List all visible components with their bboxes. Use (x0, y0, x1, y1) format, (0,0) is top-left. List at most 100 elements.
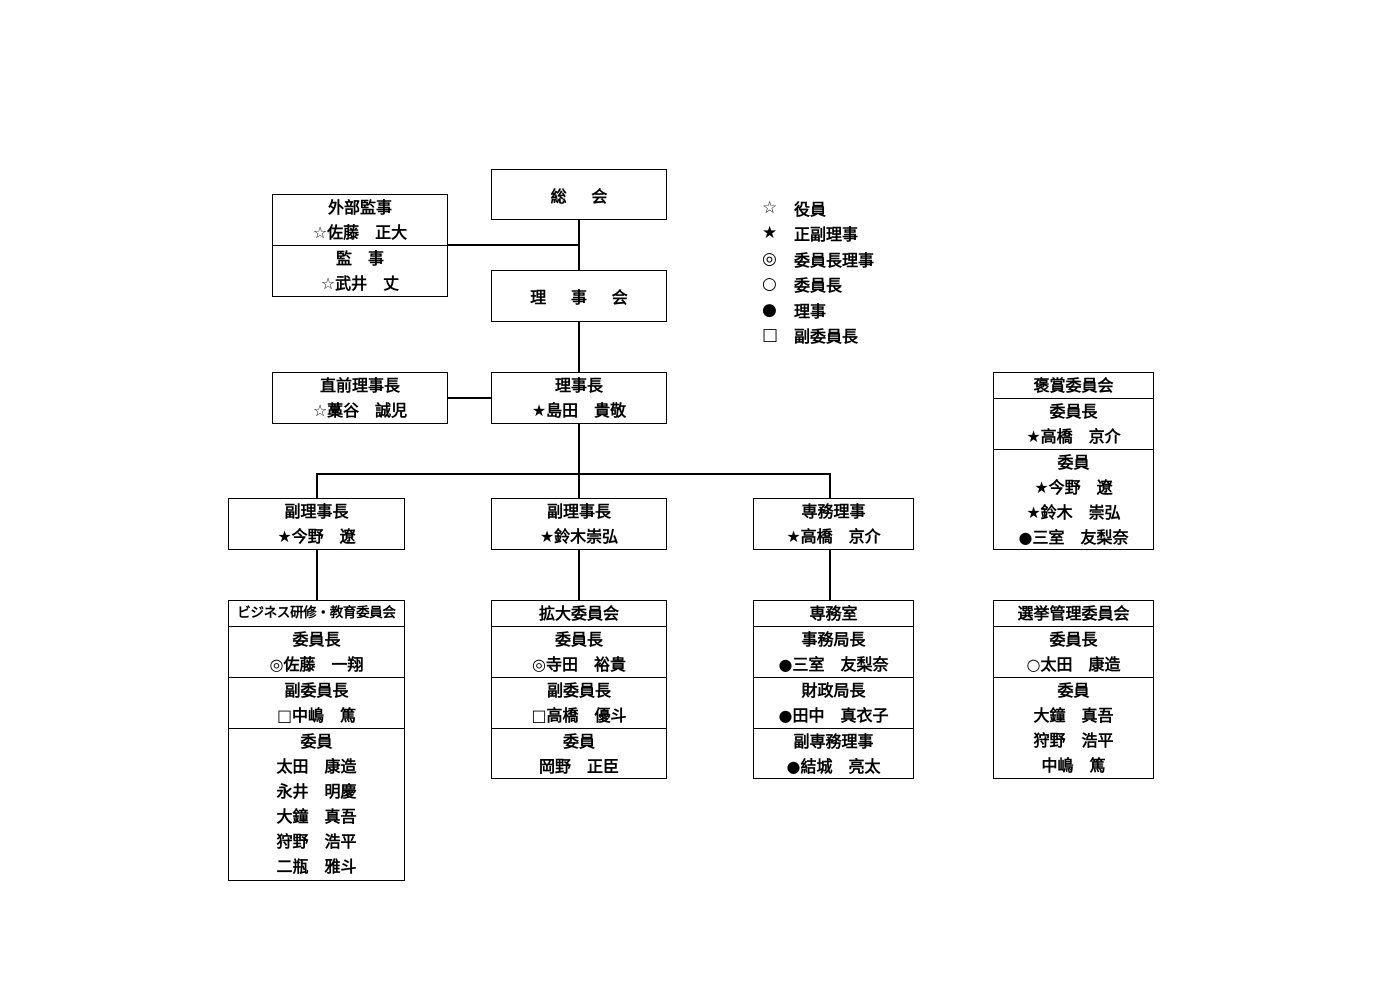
legend-item: ●理事 (762, 297, 874, 323)
external-auditor-section: 外部監事 ☆佐藤 正大 (273, 195, 447, 245)
committee-chair-title: 委員長 (292, 630, 341, 649)
committee-chair-section: 委員長 ★高橋 京介 (994, 398, 1153, 449)
secretary-general: ●三室 友梨奈 (778, 655, 889, 674)
connector-branch-left (316, 473, 318, 499)
committee-name-section: 拡大委員会 (492, 601, 666, 626)
committee-members-section: 委員 太田 康造 永井 明慶 大鐘 真吾 狩野 浩平 二瓶 雅斗 (229, 728, 404, 879)
committee-members-title: 委員 (300, 732, 333, 751)
legend-symbol: ☆ (762, 197, 778, 218)
legend-item: □副委員長 (762, 323, 874, 349)
committee-member: ★今野 遼 (1034, 478, 1113, 497)
committee-members-title: 委員 (562, 732, 595, 751)
committee-name: ビジネス研修・教育委員会 (237, 605, 396, 621)
general-assembly-label: 総 会 (550, 186, 617, 206)
committee-chair-title: 委員長 (1049, 402, 1098, 421)
legend-symbol: ◎ (762, 248, 777, 269)
chair-title: 理事長 (554, 376, 603, 395)
connector-board-chair (578, 321, 580, 372)
legend-item: ★ 正副理事 (762, 221, 874, 247)
committee-name: 褒賞委員会 (1033, 376, 1114, 395)
connector-vice1-committee (316, 549, 318, 601)
committee-members-title: 委員 (1057, 453, 1090, 472)
committee-chair: ★高橋 京介 (1026, 427, 1121, 446)
connector-branch-right (829, 473, 831, 499)
executive-director-member: ★高橋 京介 (786, 527, 881, 546)
vice-chair-title: 副理事長 (546, 502, 611, 521)
secretary-general-title: 事務局長 (801, 630, 866, 649)
committee-chair-section: 委員長 ○太田 康造 (994, 626, 1153, 677)
expansion-committee-box: 拡大委員会 委員長 ◎寺田 裕貴 副委員長 □高橋 優斗 委員 岡野 正臣 (491, 600, 667, 779)
committee-vice-section: 副委員長 □高橋 優斗 (492, 677, 666, 728)
auditors-box: 外部監事 ☆佐藤 正大 監 事 ☆武井 丈 (272, 194, 448, 297)
committee-name-section: ビジネス研修・教育委員会 (229, 601, 404, 626)
committee-chair-section: 委員長 ◎佐藤 一翔 (229, 626, 404, 677)
vice-chair-box: 副理事長 ★鈴木崇弘 (491, 498, 667, 550)
committee-chair: ◎佐藤 一翔 (269, 655, 364, 674)
legend-symbol: ★ (762, 223, 778, 244)
committee-name-section: 褒賞委員会 (994, 373, 1153, 398)
committee-name: 拡大委員会 (538, 604, 619, 623)
committee-member: ●三室 友梨奈 (1018, 528, 1129, 547)
committee-chair-title: 委員長 (554, 630, 603, 649)
awards-committee-box: 褒賞委員会 委員長 ★高橋 京介 委員 ★今野 遼 ★鈴木 崇弘 ●三室 友梨奈 (993, 372, 1154, 550)
external-auditor-title: 外部監事 (327, 198, 392, 217)
executive-director-box: 専務理事 ★高橋 京介 (753, 498, 914, 550)
finance-director-section: 財政局長 ●田中 真衣子 (754, 677, 913, 728)
committee-member: 中嶋 篤 (1041, 756, 1106, 775)
legend-item: ◎ 委員長理事 (762, 246, 874, 272)
committee-member: 二瓶 雅斗 (276, 857, 357, 876)
former-chair-member: ☆藁谷 誠児 (312, 401, 408, 420)
legend-label: 役員 (794, 199, 827, 219)
committee-member: 狩野 浩平 (1033, 731, 1114, 750)
committee-vice-section: 副委員長 □中嶋 篤 (229, 677, 404, 728)
former-chair-title: 直前理事長 (319, 376, 400, 395)
committee-member: 大鐘 真吾 (276, 807, 357, 826)
legend-symbol: ○ (762, 274, 777, 295)
board-box: 理 事 会 (491, 270, 667, 322)
legend: ☆ 役員 ★ 正副理事 ◎ 委員長理事 ○ 委員長 ●理事 □副委員長 (762, 195, 874, 348)
board-label: 理 事 会 (530, 288, 638, 307)
auditor-section: 監 事 ☆武井 丈 (273, 245, 447, 296)
legend-label: 正副理事 (794, 225, 859, 245)
committee-members-title: 委員 (1057, 681, 1090, 700)
finance-director-title: 財政局長 (801, 681, 866, 700)
auditor-member: ☆武井 丈 (320, 274, 400, 293)
connector-chair-branch (578, 423, 580, 499)
committee-name-section: 選挙管理委員会 (994, 601, 1153, 626)
secretariat-box: 専務室 事務局長 ●三室 友梨奈 財政局長 ●田中 真衣子 副専務理事 ●結城 … (753, 600, 914, 779)
committee-chair-section: 委員長 ◎寺田 裕貴 (492, 626, 666, 677)
vice-chair-member: ★鈴木崇弘 (539, 527, 619, 546)
legend-label: 委員長 (794, 276, 843, 296)
committee-member: 永井 明慶 (276, 782, 357, 801)
executive-director-title: 専務理事 (801, 502, 866, 521)
committee-member: 太田 康造 (276, 757, 357, 776)
connector-branch-horizontal (316, 473, 830, 475)
vice-chair-member: ★今野 遼 (277, 527, 356, 546)
secretary-general-section: 事務局長 ●三室 友梨奈 (754, 626, 913, 677)
committee-vice-title: 副委員長 (546, 681, 611, 700)
legend-item: ○ 委員長 (762, 272, 874, 298)
chair-member: ★島田 貴敬 (531, 401, 627, 420)
connector-assembly-board (578, 219, 580, 270)
vice-chair-box: 副理事長 ★今野 遼 (228, 498, 405, 550)
general-assembly-box: 総 会 (491, 169, 667, 220)
legend-label: 委員長理事 (794, 250, 875, 270)
chair-box: 理事長 ★島田 貴敬 (491, 372, 667, 424)
committee-vice: □高橋 優斗 (531, 706, 627, 725)
committee-chair: ◎寺田 裕貴 (532, 655, 626, 674)
committee-vice-title: 副委員長 (284, 681, 349, 700)
committee-member: 大鐘 真吾 (1033, 706, 1114, 725)
connector-exec-secretariat (829, 549, 831, 601)
committee-member: 岡野 正臣 (538, 757, 619, 776)
legend-label: 理事 (794, 301, 827, 321)
committee-members-section: 委員 ★今野 遼 ★鈴木 崇弘 ●三室 友梨奈 (994, 449, 1153, 550)
connector-auditors (447, 244, 578, 246)
committee-member: ★鈴木 崇弘 (1026, 503, 1121, 522)
auditor-title: 監 事 (335, 249, 384, 268)
committee-members-section: 委員 大鐘 真吾 狩野 浩平 中嶋 篤 (994, 677, 1153, 778)
vice-chair-title: 副理事長 (284, 502, 349, 521)
committee-chair-title: 委員長 (1049, 630, 1098, 649)
legend-symbol: □ (762, 325, 779, 346)
secretariat-name-section: 専務室 (754, 601, 913, 626)
deputy-director: ●結城 亮太 (786, 757, 881, 776)
